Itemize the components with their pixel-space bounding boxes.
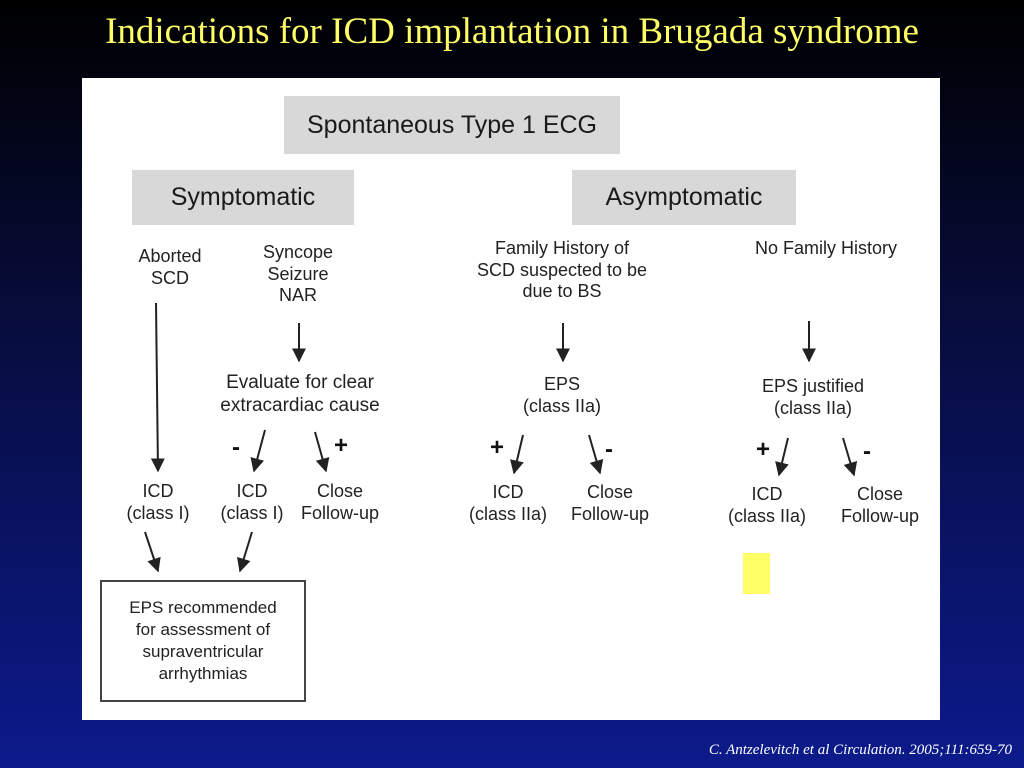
node-close-followup-1: Close Follow-up <box>290 481 390 524</box>
node-aborted-line2: SCD <box>150 267 189 288</box>
eps-box-line3: supraventricular <box>142 642 264 661</box>
arrow-aborted-to-icd <box>150 302 165 473</box>
flowchart-arrows <box>144 302 858 573</box>
node-eps-class-iia: EPS (class IIa) <box>502 374 622 417</box>
node-eps1-line1: EPS <box>543 374 581 394</box>
arrow-icd1-to-box <box>144 531 161 573</box>
sign-minus-eps-justified: - <box>863 438 871 465</box>
node-close3-line1: Close <box>586 482 634 502</box>
eps-box-line1: EPS recommended <box>129 597 277 617</box>
yellow-highlight-marker <box>743 553 770 594</box>
arrow-evaluate-to-icd <box>250 429 266 473</box>
slide-title: Indications for ICD implantation in Brug… <box>105 11 919 52</box>
arrow-eps1-to-icd <box>510 434 524 475</box>
node-aborted-scd: Aborted SCD <box>110 246 230 289</box>
node-aborted-line1: Aborted <box>138 246 202 266</box>
node-eps-justified: EPS justified (class IIa) <box>740 376 886 419</box>
citation: C. Antzelevitch et al Circulation. 2005;… <box>708 742 1012 758</box>
node-icd3-line1: ICD <box>492 482 524 502</box>
eps-box-line4: arrhythmias <box>158 664 248 684</box>
node-close-followup-3: Close Follow-up <box>828 484 932 527</box>
arrow-icd2-to-box <box>237 531 253 573</box>
node-syncope-line3: NAR <box>278 285 317 306</box>
node-fh-line1: Family History of <box>494 238 629 258</box>
node-icd2-line1: ICD <box>236 481 268 501</box>
node-eps-recommended-box: EPS recommended for assessment of suprav… <box>100 580 306 702</box>
sign-plus-eps-justified: + <box>756 436 771 463</box>
node-icd4-line1: ICD <box>751 484 783 504</box>
node-close4-line1: Close <box>856 484 904 504</box>
node-fh-line2: SCD suspected to be <box>476 259 648 280</box>
node-evaluate-line2: extracardiac cause <box>220 394 380 416</box>
header-spontaneous-ecg: Spontaneous Type 1 ECG <box>284 96 620 154</box>
node-syncope: Syncope Seizure NAR <box>238 242 358 307</box>
node-icd-class-i-2: ICD (class I) <box>202 481 302 524</box>
node-close4-line2: Follow-up <box>840 505 920 526</box>
node-eps2-line1: EPS justified <box>761 376 865 396</box>
node-icd-class-iia-2: ICD (class IIa) <box>714 484 820 527</box>
node-syncope-line2: Seizure <box>267 263 329 284</box>
node-close1-line1: Close <box>316 481 364 501</box>
header-symptomatic: Symptomatic <box>132 170 354 225</box>
sign-minus-eps: - <box>605 436 613 463</box>
node-close3-line2: Follow-up <box>570 503 650 524</box>
node-no-family-history: No Family History <box>754 238 897 258</box>
node-syncope-line1: Syncope <box>262 242 334 262</box>
node-icd-class-i-1: ICD (class I) <box>108 481 208 524</box>
sign-plus-eps: + <box>490 434 505 461</box>
arrow-evaluate-to-close <box>314 431 330 473</box>
node-family-history: Family History of SCD suspected to be du… <box>462 238 662 303</box>
node-icd2-line2: (class I) <box>220 502 284 523</box>
node-evaluate-line1: Evaluate for clear <box>226 372 374 393</box>
arrow-eps2-to-icd <box>775 437 789 477</box>
node-icd1-line1: ICD <box>142 481 174 501</box>
sign-minus-evaluate: - <box>232 434 240 461</box>
node-close1-line2: Follow-up <box>300 502 380 523</box>
node-eps1-line2: (class IIa) <box>522 395 601 416</box>
node-close-followup-2: Close Follow-up <box>558 482 662 525</box>
arrow-eps1-to-close <box>588 434 604 475</box>
flowchart-panel: Spontaneous Type 1 ECG Symptomatic Asymp… <box>82 78 940 720</box>
sign-plus-evaluate: + <box>334 432 349 459</box>
node-evaluate: Evaluate for clear extracardiac cause <box>210 372 390 418</box>
node-icd1-line2: (class I) <box>126 502 190 523</box>
node-icd3-line2: (class IIa) <box>468 503 547 524</box>
header-asymptomatic: Asymptomatic <box>572 170 796 225</box>
node-fh-line3: due to BS <box>522 281 602 302</box>
eps-box-line2: for assessment of <box>135 619 271 639</box>
arrow-eps2-to-close <box>842 437 858 477</box>
node-eps2-line2: (class IIa) <box>773 397 852 418</box>
node-icd-class-iia-1: ICD (class IIa) <box>456 482 560 525</box>
node-icd4-line2: (class IIa) <box>727 505 806 526</box>
